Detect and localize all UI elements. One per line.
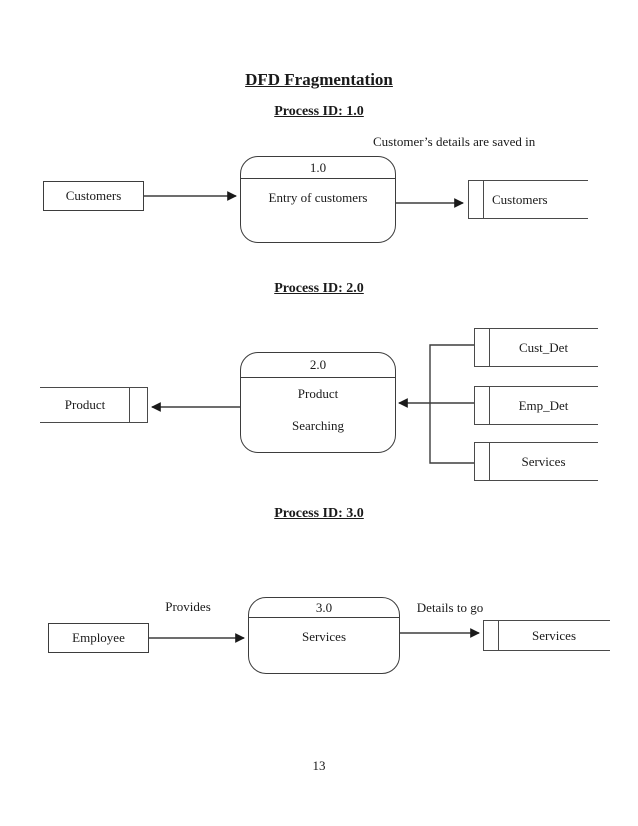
flow-label-details-to-go: Details to go: [416, 600, 484, 615]
data-store-emp-det: Emp_Det: [474, 386, 598, 425]
data-store-product: Product: [40, 387, 148, 423]
annotation-note: Customer’s details are saved in: [373, 134, 536, 149]
data-store-label: Emp_Det: [518, 397, 569, 413]
entity-label: Customers: [65, 188, 122, 203]
process-2-name: Product Searching: [292, 386, 344, 433]
data-store-divider: [489, 329, 490, 366]
data-store-divider: [129, 388, 130, 422]
data-store-label: Customers: [492, 191, 548, 207]
data-store-divider: [498, 621, 499, 650]
page-number: 13: [312, 758, 326, 773]
process-1-heading: Process ID: 1.0: [274, 104, 364, 119]
data-store-cust-det: Cust_Det: [474, 328, 598, 367]
bracket-right-stores: [429, 344, 474, 464]
data-store-label: Cust_Det: [518, 339, 569, 355]
data-store-label: Services: [521, 453, 566, 469]
process-3-heading: Process ID: 3.0: [274, 506, 364, 521]
process-2-product-searching: 2.0 Product Searching: [240, 352, 396, 453]
process-3-name: Services: [301, 629, 347, 644]
process-2-heading: Process ID: 2.0: [274, 281, 364, 296]
process-2-id: 2.0: [241, 353, 395, 378]
process-1-id: 1.0: [241, 157, 395, 179]
entity-label: Employee: [72, 630, 125, 645]
process-1-entry-of-customers: 1.0 Entry of customers: [240, 156, 396, 243]
process-3-id: 3.0: [249, 598, 399, 618]
page-title: DFD Fragmentation: [245, 70, 393, 89]
external-entity-customers: Customers: [43, 181, 144, 211]
data-store-divider: [489, 443, 490, 480]
data-store-divider: [483, 181, 484, 218]
data-store-services: Services: [483, 620, 610, 651]
data-store-divider: [489, 387, 490, 424]
process-1-name: Entry of customers: [268, 190, 368, 205]
flow-label-provides: Provides: [165, 599, 211, 614]
data-store-services-right: Services: [474, 442, 598, 481]
data-store-label: Services: [531, 627, 577, 643]
external-entity-employee: Employee: [48, 623, 149, 653]
data-store-customers: Customers: [468, 180, 588, 219]
process-3-services: 3.0 Services: [248, 597, 400, 674]
data-store-label: Product: [64, 397, 106, 412]
